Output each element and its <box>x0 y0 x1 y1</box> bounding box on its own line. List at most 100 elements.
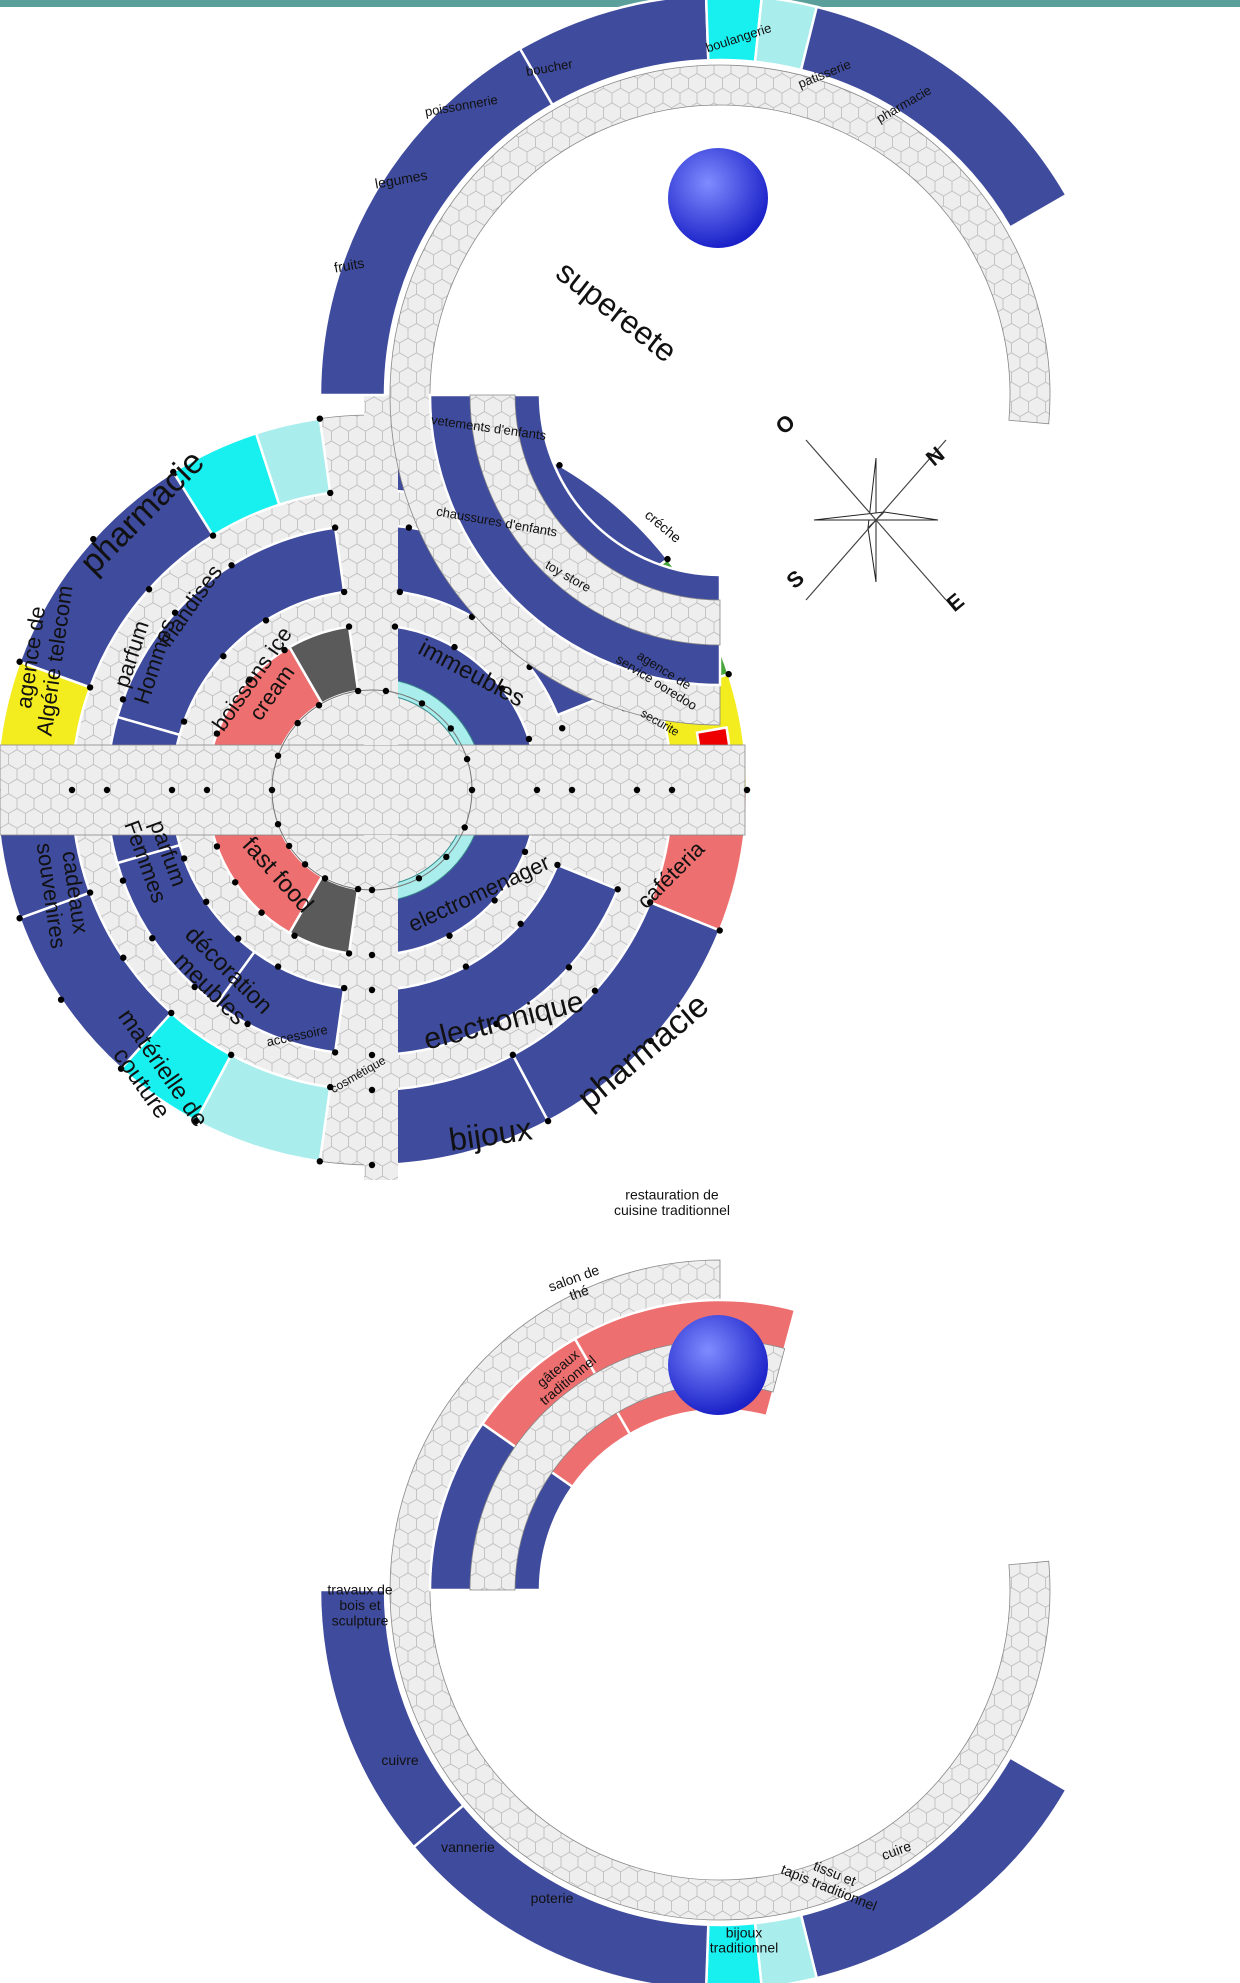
column-dot <box>316 415 324 422</box>
column-dot <box>345 950 353 957</box>
fountain-north <box>668 148 768 248</box>
column-dot <box>533 786 541 794</box>
column-dot <box>664 555 671 563</box>
column-dot <box>274 963 282 970</box>
compass-N: N <box>921 442 949 471</box>
column-dot <box>462 963 470 970</box>
label-cuivre: cuivre <box>381 1752 419 1768</box>
column-dot <box>168 1009 175 1017</box>
column-dot <box>340 588 348 596</box>
column-dot <box>418 700 426 707</box>
column-dot <box>743 786 751 794</box>
column-dot <box>117 1065 125 1072</box>
shop-north-outer-c <box>799 5 1069 230</box>
column-dot <box>447 725 455 732</box>
column-dot <box>149 934 156 942</box>
shop-sanitaires-north-2 <box>254 417 332 507</box>
column-dot <box>246 676 253 683</box>
column-dot <box>331 524 339 531</box>
column-dot <box>315 701 323 709</box>
column-dot <box>498 685 506 692</box>
column-dot <box>415 875 423 882</box>
column-dot <box>647 1037 654 1045</box>
column-dot <box>463 755 471 763</box>
compass-O: O <box>771 409 800 439</box>
column-dot <box>103 786 111 794</box>
label-vannerie: vannerie <box>441 1839 495 1855</box>
compass-needle <box>867 518 877 583</box>
column-dot <box>120 954 127 961</box>
label-poterie: poterie <box>531 1890 574 1906</box>
main-corridor-floor <box>0 744 746 836</box>
column-dot <box>171 609 179 616</box>
column-dot <box>725 670 732 678</box>
column-dot <box>202 898 210 906</box>
column-dot <box>119 877 127 884</box>
column-dot <box>301 861 309 868</box>
column-dot <box>220 652 227 660</box>
column-dot <box>491 897 498 904</box>
column-dot <box>345 623 353 630</box>
south-corridor-ring-floor <box>389 1259 1051 1921</box>
column-dot <box>203 786 211 794</box>
column-dot <box>668 786 676 794</box>
column-dot <box>451 643 458 651</box>
column-dot <box>86 684 94 691</box>
compass-diagonals <box>805 439 947 601</box>
compass-E: E <box>942 588 969 617</box>
column-dot <box>368 1086 376 1094</box>
label-supereete: supereete <box>550 253 684 369</box>
column-dot <box>327 1083 334 1091</box>
column-dot <box>274 821 282 828</box>
column-dot <box>591 987 599 994</box>
north-inner-corridor-floor <box>469 394 721 646</box>
column-dot <box>16 915 23 922</box>
column-dot <box>559 724 566 732</box>
column-dot <box>209 532 217 539</box>
north-corridor-floor <box>364 395 398 745</box>
label-travaux_bois-line: bois et <box>339 1597 380 1613</box>
column-dot <box>544 1117 552 1125</box>
fountain-south <box>668 1315 768 1415</box>
column-dot <box>405 524 413 531</box>
column-dot <box>170 468 177 476</box>
column-dot <box>145 586 153 593</box>
column-dot <box>382 687 390 695</box>
column-dot <box>368 1051 376 1059</box>
column-dot <box>443 853 450 861</box>
label-travaux_bois-line: sculpture <box>332 1612 389 1628</box>
column-dot <box>86 889 94 896</box>
column-dot <box>168 786 176 794</box>
column-dot <box>554 861 561 869</box>
column-dot <box>227 1051 235 1059</box>
column-dot <box>354 885 362 893</box>
column-dot <box>521 848 529 856</box>
column-dot <box>525 735 533 743</box>
label-bijoux_traditionnel-line: bijoux <box>726 1924 763 1940</box>
column-dot <box>213 843 221 850</box>
column-dot <box>294 719 301 727</box>
column-dot <box>354 687 362 695</box>
column-dot <box>633 786 641 794</box>
column-dot <box>180 855 188 862</box>
column-dot <box>368 1161 376 1169</box>
column-dot <box>90 535 97 543</box>
column-dot <box>396 588 404 596</box>
column-dot <box>180 718 188 725</box>
column-dot <box>285 842 293 850</box>
column-dot <box>646 899 654 906</box>
label-fruits: fruits <box>333 255 366 276</box>
column-dot <box>232 879 239 886</box>
column-dot <box>614 886 621 893</box>
column-dot <box>368 951 376 959</box>
mall-plan-main: boucherboulangeriepatisseriepharmaciepoi… <box>0 0 1069 1983</box>
label-restauration-line: cuisine traditionnel <box>614 1202 730 1218</box>
north-corridor-ring-floor <box>389 64 1051 726</box>
column-dot <box>468 613 476 620</box>
column-dot <box>468 786 476 794</box>
column-dot <box>281 646 288 654</box>
column-dot <box>509 1051 517 1059</box>
